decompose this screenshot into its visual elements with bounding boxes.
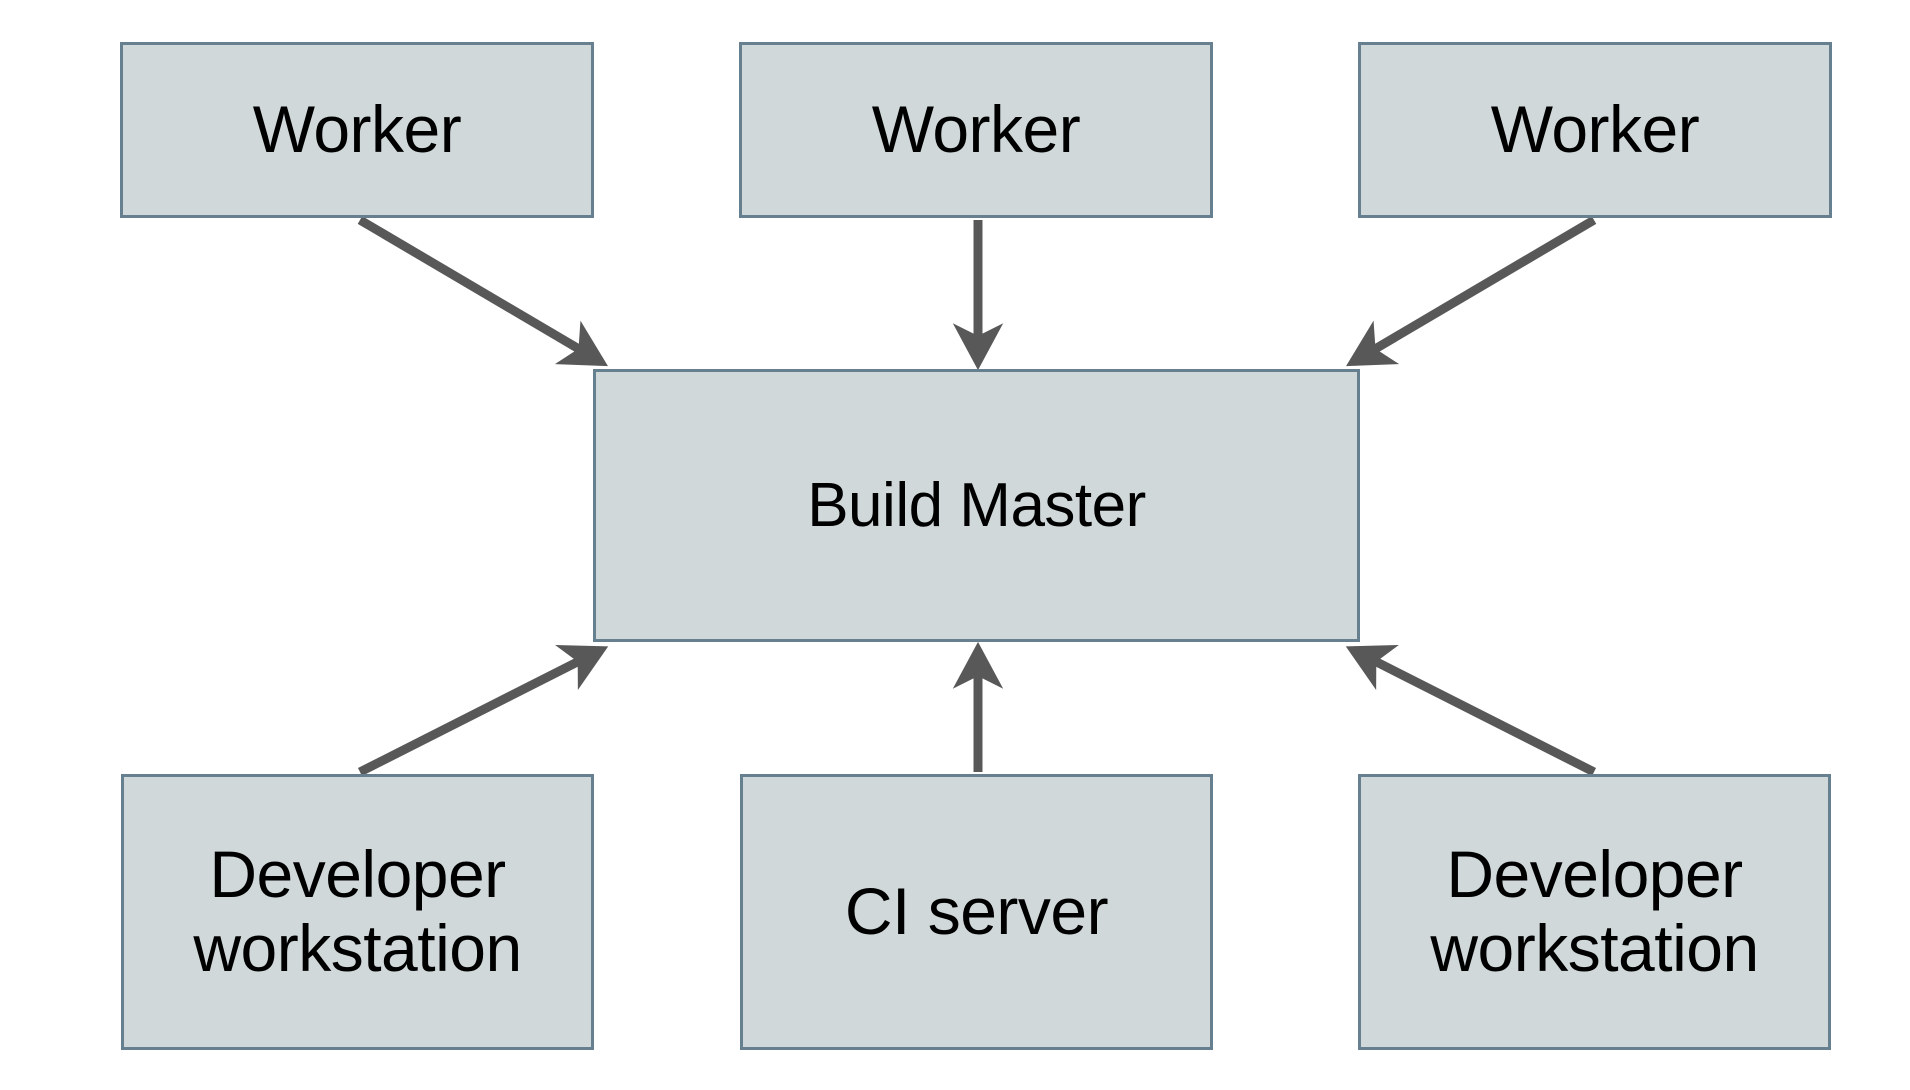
node-label: Build Master <box>807 470 1146 540</box>
edge-worker1-to-master <box>357 216 608 367</box>
node-label: Worker <box>252 92 462 167</box>
edge-devleft-to-master <box>357 644 609 777</box>
node-ci-server[interactable]: CI server <box>740 774 1213 1050</box>
node-build-master[interactable]: Build Master <box>593 369 1360 642</box>
node-label: CI server <box>844 874 1109 949</box>
node-label: Developer workstation <box>1430 837 1759 985</box>
node-label: Worker <box>871 92 1081 167</box>
node-worker-2[interactable]: Worker <box>739 42 1213 218</box>
edge-worker3-to-master <box>1346 216 1597 367</box>
edge-devright-to-master <box>1345 644 1597 777</box>
node-developer-workstation-left[interactable]: Developer workstation <box>121 774 594 1050</box>
node-developer-workstation-right[interactable]: Developer workstation <box>1358 774 1831 1050</box>
node-label: Developer workstation <box>193 837 522 985</box>
node-label: Worker <box>1490 92 1700 167</box>
node-worker-3[interactable]: Worker <box>1358 42 1832 218</box>
node-worker-1[interactable]: Worker <box>120 42 594 218</box>
